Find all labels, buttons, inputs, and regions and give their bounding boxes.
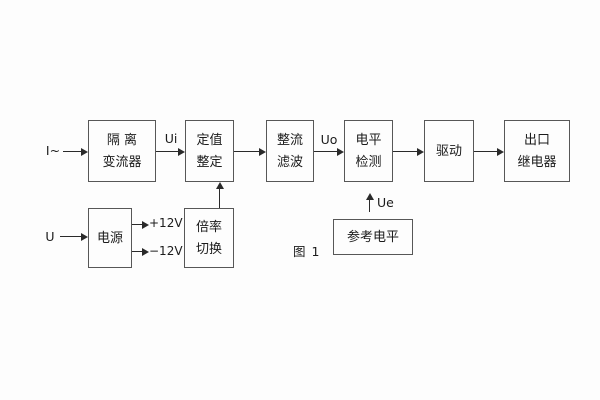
block-text-line: 驱动	[435, 143, 462, 159]
figure-caption: 图 1	[293, 244, 321, 259]
block-text-line: 出口	[523, 132, 550, 148]
label-signal-ue: Ue	[377, 195, 394, 210]
block-output-relay: 出口 继电器	[504, 120, 570, 182]
label-voltage-input: U	[45, 229, 55, 244]
block-reference-level: 参考电平	[333, 219, 413, 255]
connector-power-plus12v	[132, 224, 142, 225]
block-setting-adjust: 定值 整定	[185, 120, 234, 182]
block-ratio-switch: 倍率 切换	[184, 208, 234, 268]
connector-isolation-to-setting	[156, 151, 178, 152]
arrowhead-right-icon	[81, 233, 88, 241]
label-signal-ui: Ui	[164, 131, 178, 146]
arrowhead-right-icon	[81, 148, 88, 156]
arrowhead-right-icon	[142, 248, 149, 256]
arrowhead-right-icon	[259, 148, 266, 156]
label-plus-12v: +12V	[149, 216, 183, 230]
arrowhead-right-icon	[497, 148, 504, 156]
arrowhead-right-icon	[142, 221, 149, 229]
block-level-detector: 电平 检测	[344, 120, 393, 182]
block-rectifier-filter: 整流 滤波	[266, 120, 314, 182]
block-text-line: 变流器	[102, 154, 142, 170]
block-text-line: 检测	[355, 154, 382, 170]
connector-setting-to-rectifier	[234, 151, 259, 152]
block-text-line: 定值	[196, 132, 223, 148]
block-text-line: 电源	[96, 230, 123, 246]
block-text-line: 滤波	[276, 154, 303, 170]
block-isolation-transformer: 隔 离 变流器	[88, 120, 156, 182]
connector-rectifier-to-level	[314, 151, 337, 152]
connector-voltage-to-power	[60, 236, 81, 237]
block-text-line: 倍率	[195, 219, 222, 235]
block-text-line: 电平	[355, 132, 382, 148]
connector-reference-to-level	[369, 200, 370, 212]
block-driver: 驱动	[424, 120, 474, 182]
connector-power-minus12v	[132, 251, 142, 252]
block-text-line: 整定	[196, 154, 223, 170]
connector-level-to-driver	[393, 151, 417, 152]
label-signal-uo: Uo	[320, 132, 338, 147]
block-text-line: 切换	[195, 241, 222, 257]
connector-current-to-isolation	[63, 151, 81, 152]
arrowhead-up-icon	[366, 193, 374, 200]
block-power-supply: 电源	[88, 208, 132, 268]
arrowhead-up-icon	[216, 182, 224, 189]
label-current-input: I~	[45, 143, 61, 158]
arrowhead-right-icon	[337, 148, 344, 156]
arrowhead-right-icon	[417, 148, 424, 156]
arrowhead-right-icon	[178, 148, 185, 156]
block-text-line: 整流	[276, 132, 303, 148]
block-text-line: 继电器	[517, 154, 557, 170]
connector-driver-to-relay	[474, 151, 497, 152]
label-minus-12v: −12V	[149, 244, 183, 258]
connector-ratio-to-setting	[219, 189, 220, 208]
block-text-line: 参考电平	[346, 229, 399, 245]
block-text-line: 隔 离	[106, 132, 138, 148]
